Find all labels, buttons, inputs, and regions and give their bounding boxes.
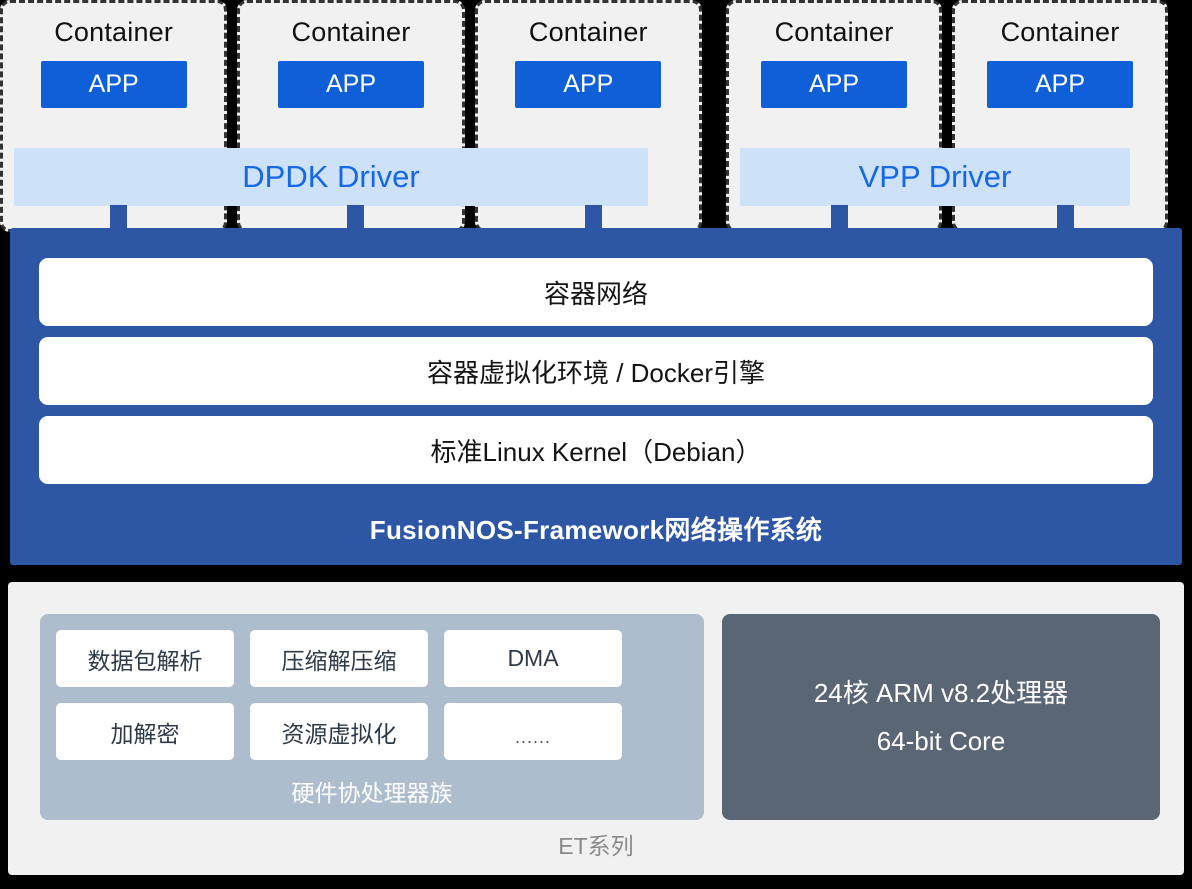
app-box[interactable]: APP xyxy=(515,61,662,108)
os-layer-container-network: 容器网络 xyxy=(39,258,1153,326)
container-stem xyxy=(1057,205,1074,229)
app-box[interactable]: APP xyxy=(277,61,424,108)
container-title: Container xyxy=(1000,17,1120,47)
app-box[interactable]: APP xyxy=(40,61,187,108)
container-title: Container xyxy=(528,17,648,47)
os-block-title: FusionNOS-Framework网络操作系统 xyxy=(369,515,823,545)
vpp-driver-band: VPP Driver xyxy=(740,148,1130,206)
app-box[interactable]: APP xyxy=(987,61,1133,108)
container-stem xyxy=(831,205,848,229)
coprocessor-cell[interactable]: DMA xyxy=(444,630,622,687)
container-title: Container xyxy=(774,17,894,47)
os-layer-virtualization: 容器虚拟化环境 / Docker引擎 xyxy=(39,337,1153,405)
coprocessor-label: 硬件协处理器族 xyxy=(291,780,453,806)
container-row: Container APP Container APP Container AP… xyxy=(0,0,1192,232)
vpp-container-group: Container APP Container APP VPP Driver xyxy=(726,0,1178,232)
group-divider xyxy=(712,0,726,232)
series-label: ET系列 xyxy=(558,833,634,859)
section-separator xyxy=(0,565,1192,582)
coprocessor-box: 数据包解析 压缩解压缩 DMA 加解密 资源虚拟化 ...... 硬件协处理器族 xyxy=(40,614,704,820)
coprocessor-grid: 数据包解析 压缩解压缩 DMA 加解密 资源虚拟化 ...... xyxy=(56,630,688,760)
coprocessor-cell[interactable]: 数据包解析 xyxy=(56,630,234,687)
os-block: 容器网络 容器虚拟化环境 / Docker引擎 标准Linux Kernel（D… xyxy=(10,228,1182,565)
cpu-line-arch: 64-bit Core xyxy=(876,726,1006,756)
cpu-line-cores: 24核 ARM v8.2处理器 xyxy=(813,678,1069,708)
coprocessor-cell[interactable]: 资源虚拟化 xyxy=(250,703,428,760)
container-stem xyxy=(110,205,127,229)
coprocessor-cell[interactable]: 加解密 xyxy=(56,703,234,760)
coprocessor-cell-more[interactable]: ...... xyxy=(444,703,622,760)
container-stem xyxy=(584,205,602,229)
container-title: Container xyxy=(54,17,174,47)
os-layer-kernel: 标准Linux Kernel（Debian） xyxy=(39,416,1153,484)
hardware-block: 数据包解析 压缩解压缩 DMA 加解密 资源虚拟化 ...... 硬件协处理器族… xyxy=(8,582,1184,875)
dpdk-driver-band: DPDK Driver xyxy=(14,148,648,206)
container-stem xyxy=(347,205,365,229)
cpu-box: 24核 ARM v8.2处理器 64-bit Core xyxy=(722,614,1160,820)
app-box[interactable]: APP xyxy=(761,61,907,108)
container-title: Container xyxy=(291,17,411,47)
coprocessor-cell[interactable]: 压缩解压缩 xyxy=(250,630,428,687)
dpdk-container-group: Container APP Container APP Container AP… xyxy=(0,0,712,232)
hardware-inner: 数据包解析 压缩解压缩 DMA 加解密 资源虚拟化 ...... 硬件协处理器族… xyxy=(40,614,1160,820)
